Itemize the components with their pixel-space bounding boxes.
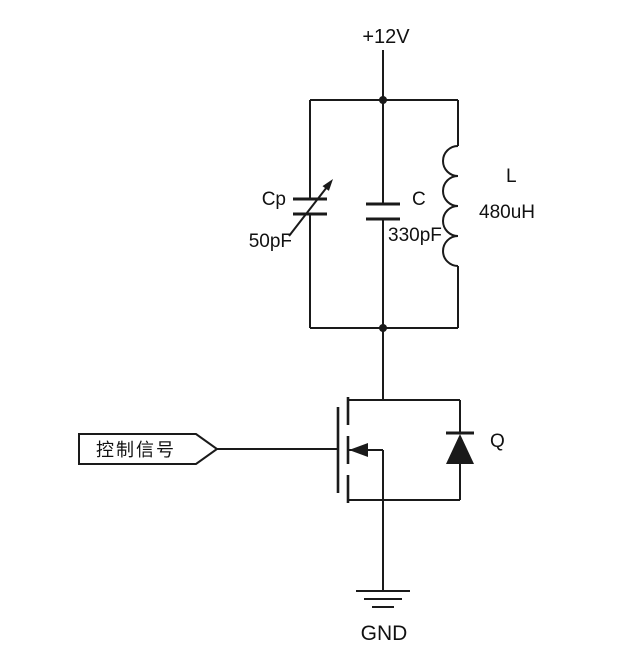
capacitor-c: C 330pF — [366, 100, 442, 328]
variable-capacitor-cp: Cp 50pF — [249, 100, 333, 328]
ground-label: GND — [361, 622, 408, 645]
cp-value-label: 50pF — [249, 231, 292, 252]
control-signal-input: 控制信号 — [78, 433, 219, 465]
power-label: +12V — [362, 26, 410, 48]
control-signal-flag — [78, 433, 219, 465]
variable-arrow-shaft — [288, 186, 328, 237]
inductor-l: L 480uH — [442, 100, 535, 328]
c-value-label: 330pF — [388, 225, 442, 246]
body-diode — [446, 400, 474, 500]
ground-symbol: GND — [356, 500, 410, 645]
diode-triangle — [446, 434, 474, 464]
control-signal-label: 控制信号 — [96, 440, 176, 460]
l-value-label: 480uH — [479, 202, 535, 223]
inductor-coil — [442, 145, 459, 267]
variable-arrow-head — [322, 179, 333, 191]
q-name-label: Q — [490, 431, 505, 452]
l-name-label: L — [506, 166, 517, 187]
mosfet-q: Q — [217, 397, 505, 503]
power-terminal: +12V — [362, 26, 410, 100]
c-name-label: C — [412, 189, 426, 210]
mosfet-body-arrow — [349, 443, 368, 457]
cp-name-label: Cp — [262, 189, 286, 210]
